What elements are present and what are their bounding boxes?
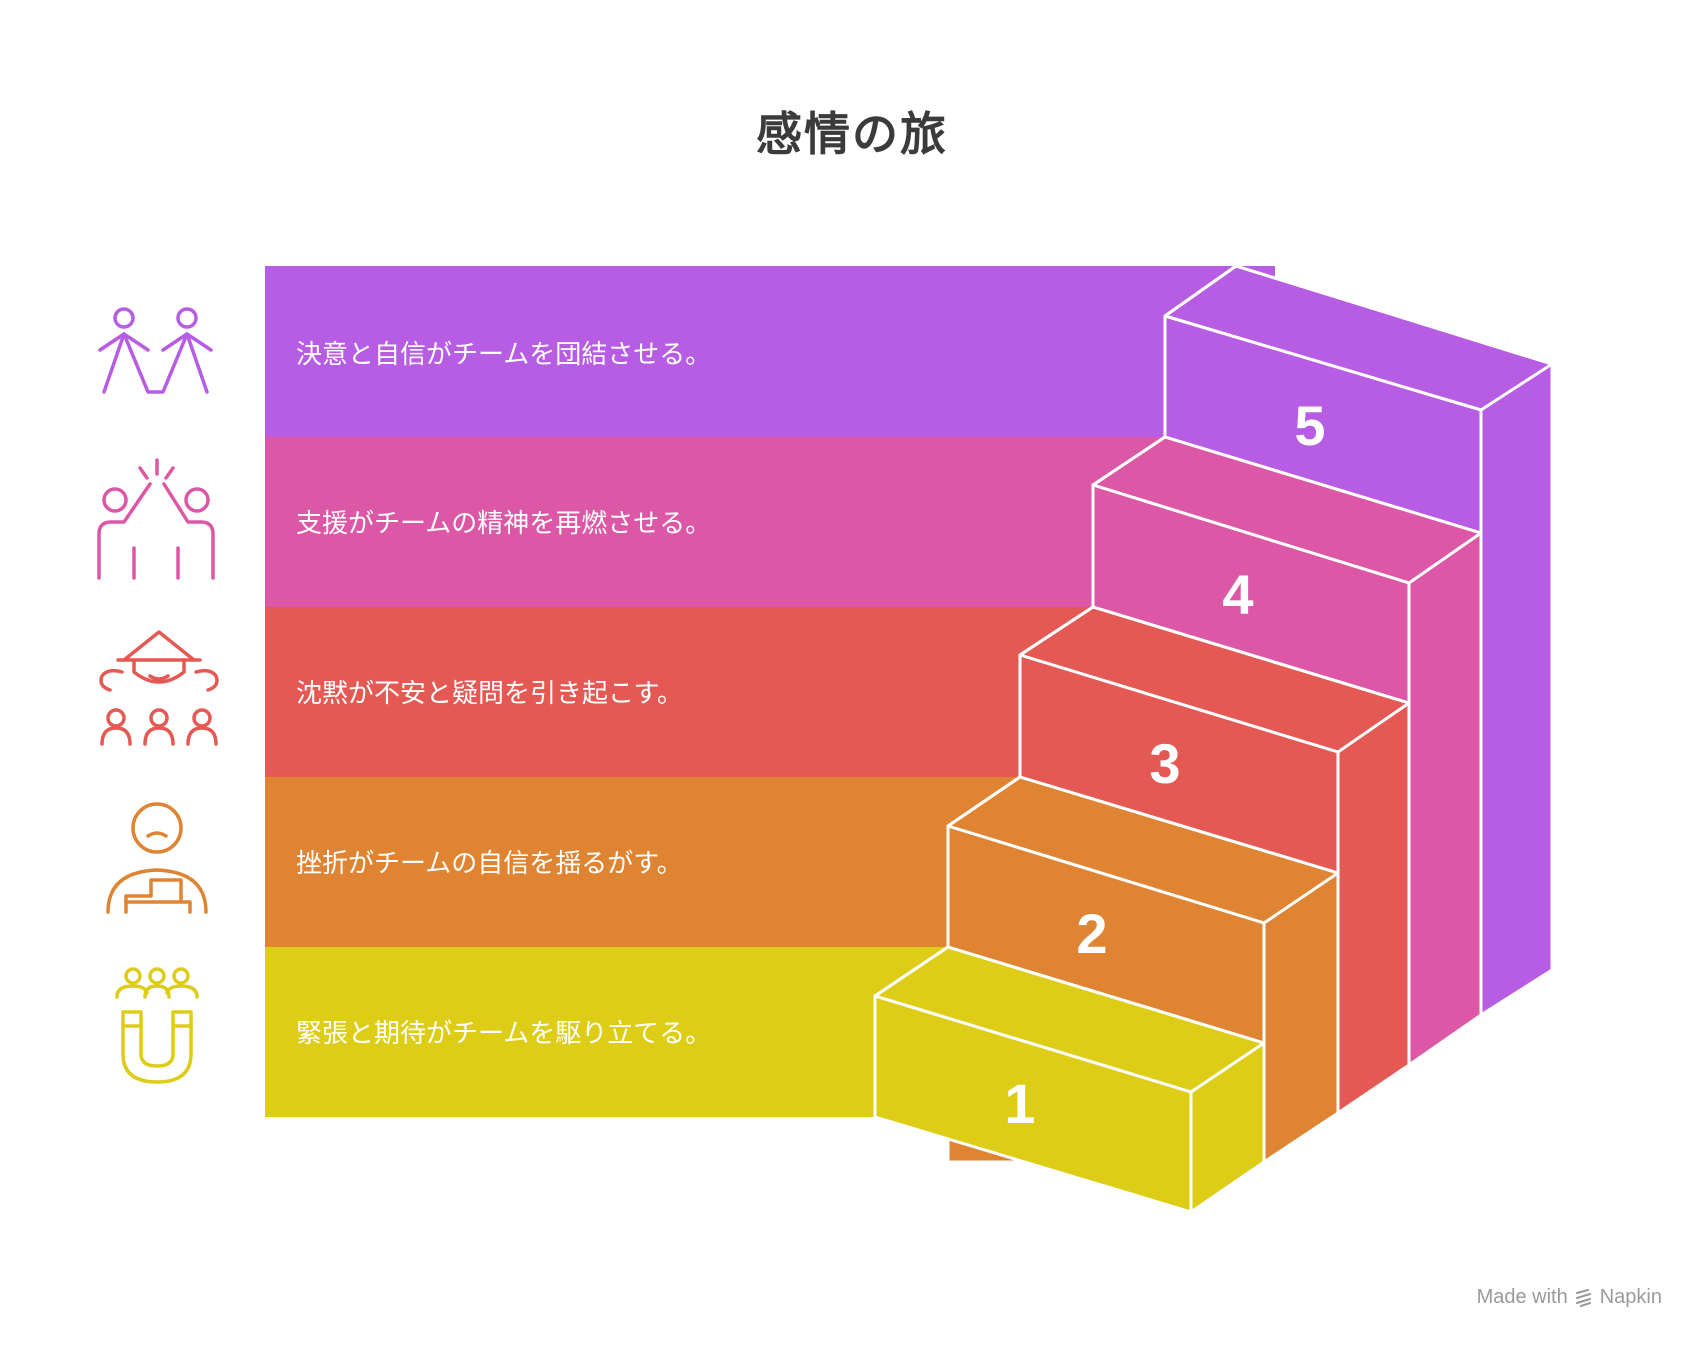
page-title: 感情の旅 bbox=[756, 107, 948, 161]
band-step-3 bbox=[265, 607, 1115, 777]
watermark-prefix: Made with bbox=[1476, 1286, 1568, 1308]
band-step-5 bbox=[265, 266, 1275, 437]
step-text-2: 挫折がチームの自信を揺るがす。 bbox=[296, 849, 683, 879]
step-number-3: 3 bbox=[1149, 732, 1180, 795]
step-text-5: 決意と自信がチームを団結させる。 bbox=[296, 340, 711, 370]
step-1-block bbox=[873, 945, 1266, 1214]
team-magnet-icon bbox=[115, 967, 199, 1084]
watermark-brand: Napkin bbox=[1599, 1286, 1662, 1308]
step-number-2: 2 bbox=[1076, 902, 1107, 965]
frustrated-person-icon bbox=[106, 802, 208, 914]
step-text-3: 沈黙が不安と疑問を引き起こす。 bbox=[296, 679, 683, 709]
united-team-icon bbox=[98, 307, 213, 394]
band-step-1 bbox=[265, 947, 975, 1117]
high-five-icon bbox=[97, 458, 215, 580]
step-number-5: 5 bbox=[1294, 394, 1325, 457]
step-number-4: 4 bbox=[1222, 563, 1253, 626]
step-text-4: 支援がチームの精神を再燃させる。 bbox=[296, 509, 711, 539]
napkin-watermark[interactable]: Made with Napkin bbox=[1477, 1286, 1662, 1309]
step-text-1: 緊張と期待がチームを駆り立てる。 bbox=[296, 1019, 711, 1049]
band-step-2 bbox=[265, 777, 1045, 947]
band-step-4 bbox=[265, 437, 1185, 607]
worried-group-icon bbox=[99, 630, 219, 746]
step-number-1: 1 bbox=[1004, 1072, 1035, 1135]
napkin-logo-icon bbox=[1575, 1288, 1591, 1307]
